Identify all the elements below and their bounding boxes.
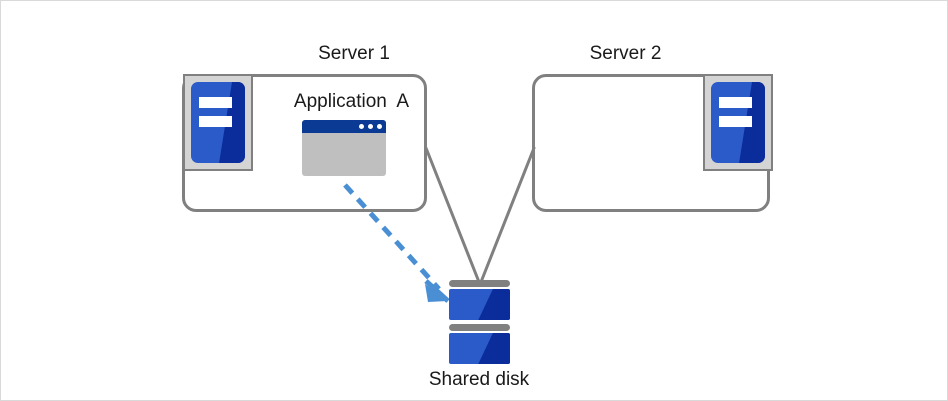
disk-cap-middle <box>449 324 510 331</box>
server1-title: Server 1 <box>318 43 390 64</box>
server-icon-bar-top <box>718 97 753 108</box>
server2-title: Server 2 <box>589 43 662 64</box>
server2-rack-icon <box>703 74 773 171</box>
disk-cap-top <box>449 280 510 287</box>
connector-server1-to-disk <box>424 146 481 284</box>
window-dot-icon-2 <box>368 124 373 129</box>
disk-slab-upper <box>449 289 510 320</box>
server-icon-bar-top <box>198 97 233 108</box>
server-icon-bar-bottom <box>198 116 233 127</box>
application-window-icon[interactable] <box>302 120 386 176</box>
window-titlebar <box>302 120 386 133</box>
server-icon-bar-bottom <box>718 116 753 127</box>
window-dot-icon-3 <box>377 124 382 129</box>
arrowhead-icon <box>425 284 448 302</box>
server-icon-body <box>711 82 765 163</box>
disk-slab-lower <box>449 333 510 364</box>
server-icon-body <box>191 82 245 163</box>
server1-rack-icon <box>183 74 253 171</box>
application-label: Application A <box>293 91 410 112</box>
shared-disk-label: Shared disk <box>428 369 530 390</box>
arrowhead-stem <box>424 279 450 303</box>
window-dot-icon-1 <box>359 124 364 129</box>
connector-server2-to-disk <box>479 146 536 284</box>
shared-disk-icon[interactable] <box>449 280 510 364</box>
